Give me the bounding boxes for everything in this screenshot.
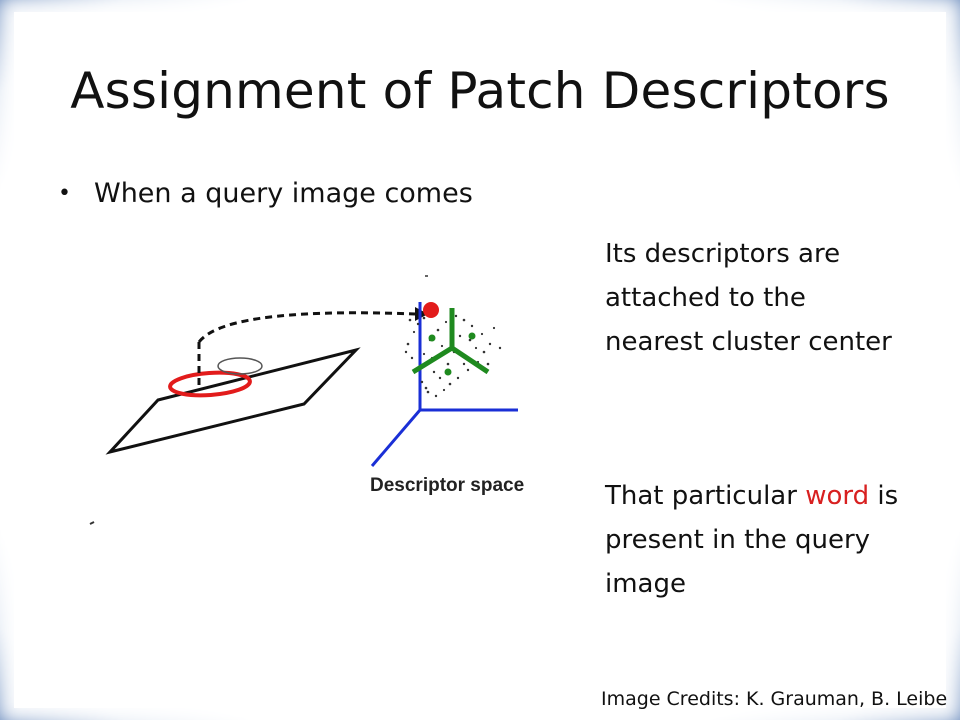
patch-region-red-ellipse: [168, 370, 252, 398]
word-presence-suffix: is present in the query image: [605, 481, 899, 599]
query-descriptor-point: [423, 302, 439, 318]
stray-mark-left: [89, 521, 95, 525]
dashed-mapping-arrow: [197, 311, 416, 343]
cluster-boundaries: [411, 308, 490, 375]
bullet-text: When a query image comes: [94, 178, 473, 209]
slide-canvas: [14, 12, 946, 708]
slide-title: Assignment of Patch Descriptors: [70, 62, 890, 120]
bullet-item: • When a query image comes: [58, 178, 473, 209]
descriptor-space-diagram: [89, 275, 518, 525]
bullet-dot-icon: •: [58, 181, 71, 206]
word-presence-text: That particular word is present in the q…: [605, 474, 905, 606]
highlighted-word: word: [805, 481, 870, 511]
axis-diagonal: [370, 409, 422, 467]
patch-region-gray-ellipse: [217, 357, 263, 375]
descriptor-space-label: Descriptor space: [370, 475, 525, 496]
image-patch-plane: [105, 347, 361, 455]
descriptor-assignment-text: Its descriptors are attached to the near…: [605, 239, 892, 357]
image-credits: Image Credits: K. Grauman, B. Leibe: [601, 688, 948, 710]
cluster-centers: [428, 332, 476, 376]
word-presence-prefix: That particular: [605, 481, 806, 511]
